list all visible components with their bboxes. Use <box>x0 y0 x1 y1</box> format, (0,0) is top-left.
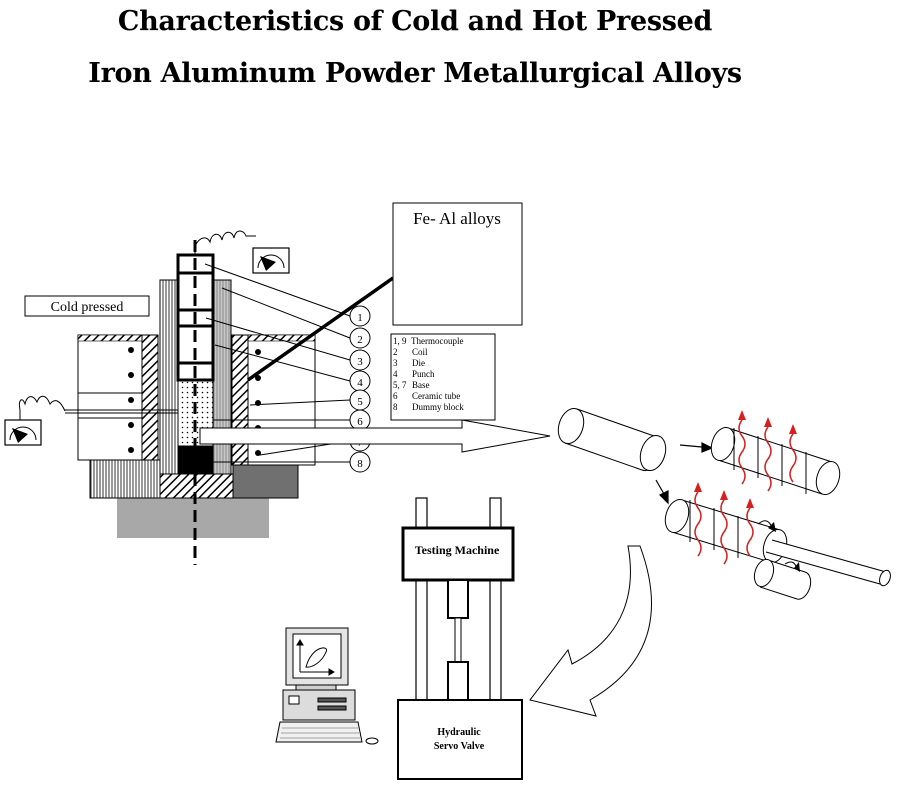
svg-text:8: 8 <box>393 402 398 412</box>
fe-al-box <box>392 202 523 326</box>
right-dark-base <box>232 462 299 499</box>
svg-text:Ceramic tube: Ceramic tube <box>412 391 460 401</box>
svg-text:Die: Die <box>412 358 425 368</box>
svg-text:5: 5 <box>357 396 363 408</box>
die-right <box>212 279 232 475</box>
process-arrows <box>655 442 714 505</box>
gray-bottom-base <box>117 498 269 538</box>
left-insulation-wall <box>141 334 159 461</box>
legend-box <box>390 333 496 421</box>
svg-text:1: 1 <box>357 312 363 324</box>
left-thermocouple-wire <box>19 395 66 420</box>
computer-icon <box>275 627 379 745</box>
svg-text:4: 4 <box>393 369 398 379</box>
svg-text:3: 3 <box>393 358 398 368</box>
top-thermocouple-wire <box>194 230 256 255</box>
specimen-heated <box>710 410 841 496</box>
svg-text:4: 4 <box>357 377 363 389</box>
svg-text:2: 2 <box>393 347 398 357</box>
legend: 1, 9 Thermocouple 2 Coil 3 Die 4 Punch 5… <box>390 333 496 421</box>
svg-text:8: 8 <box>357 458 363 470</box>
title-line-1: Characteristics of Cold and Hot Pressed <box>117 6 713 37</box>
callout-8 <box>349 451 371 473</box>
thermometer-gauge-icon <box>4 419 42 446</box>
press-assembly: Cold pressed <box>4 230 316 565</box>
callout-leader-lines <box>204 263 395 463</box>
svg-text:6: 6 <box>357 416 363 428</box>
svg-text:Dummy block: Dummy block <box>412 402 464 412</box>
right-insulation-wall <box>231 334 249 466</box>
svg-text:Punch: Punch <box>412 369 435 379</box>
specimen-extruded <box>664 482 891 600</box>
svg-text:Coil: Coil <box>412 347 428 357</box>
title-line-2: Iron Aluminum Powder Metallurgical Alloy… <box>88 58 742 89</box>
hydraulic-servo-valve <box>397 699 523 780</box>
flow-arrow-icon <box>199 419 551 453</box>
testing-machine <box>397 497 523 780</box>
die-left <box>159 279 179 475</box>
callout-1 <box>349 305 371 327</box>
specimen-plain <box>557 407 667 472</box>
hydraulic-label-1: Hydraulic <box>437 727 481 738</box>
callout-circles: 1 2 3 4 5 6 7 8 <box>349 305 371 473</box>
cold-pressed-label: Cold pressed <box>51 300 124 315</box>
svg-text:Base: Base <box>412 380 430 390</box>
left-coil-dots <box>128 347 134 453</box>
thermometer-gauge-icon <box>252 247 290 274</box>
flow-arrow-icon <box>529 545 652 717</box>
fe-al-label: Fe- Al alloys <box>413 209 501 228</box>
hydraulic-label-2: Servo Valve <box>434 741 485 752</box>
left-lined-base <box>89 459 161 499</box>
callout-2 <box>349 327 371 349</box>
cold-pressed-label-box <box>24 295 150 317</box>
callout-3 <box>349 349 371 371</box>
svg-text:1, 9: 1, 9 <box>393 336 407 346</box>
svg-text:6: 6 <box>393 391 398 401</box>
testing-machine-label: Testing Machine <box>415 543 500 557</box>
svg-text:Thermocouple: Thermocouple <box>411 336 463 346</box>
svg-text:2: 2 <box>357 334 363 346</box>
svg-text:3: 3 <box>357 356 363 368</box>
svg-text:5, 7: 5, 7 <box>393 380 407 390</box>
